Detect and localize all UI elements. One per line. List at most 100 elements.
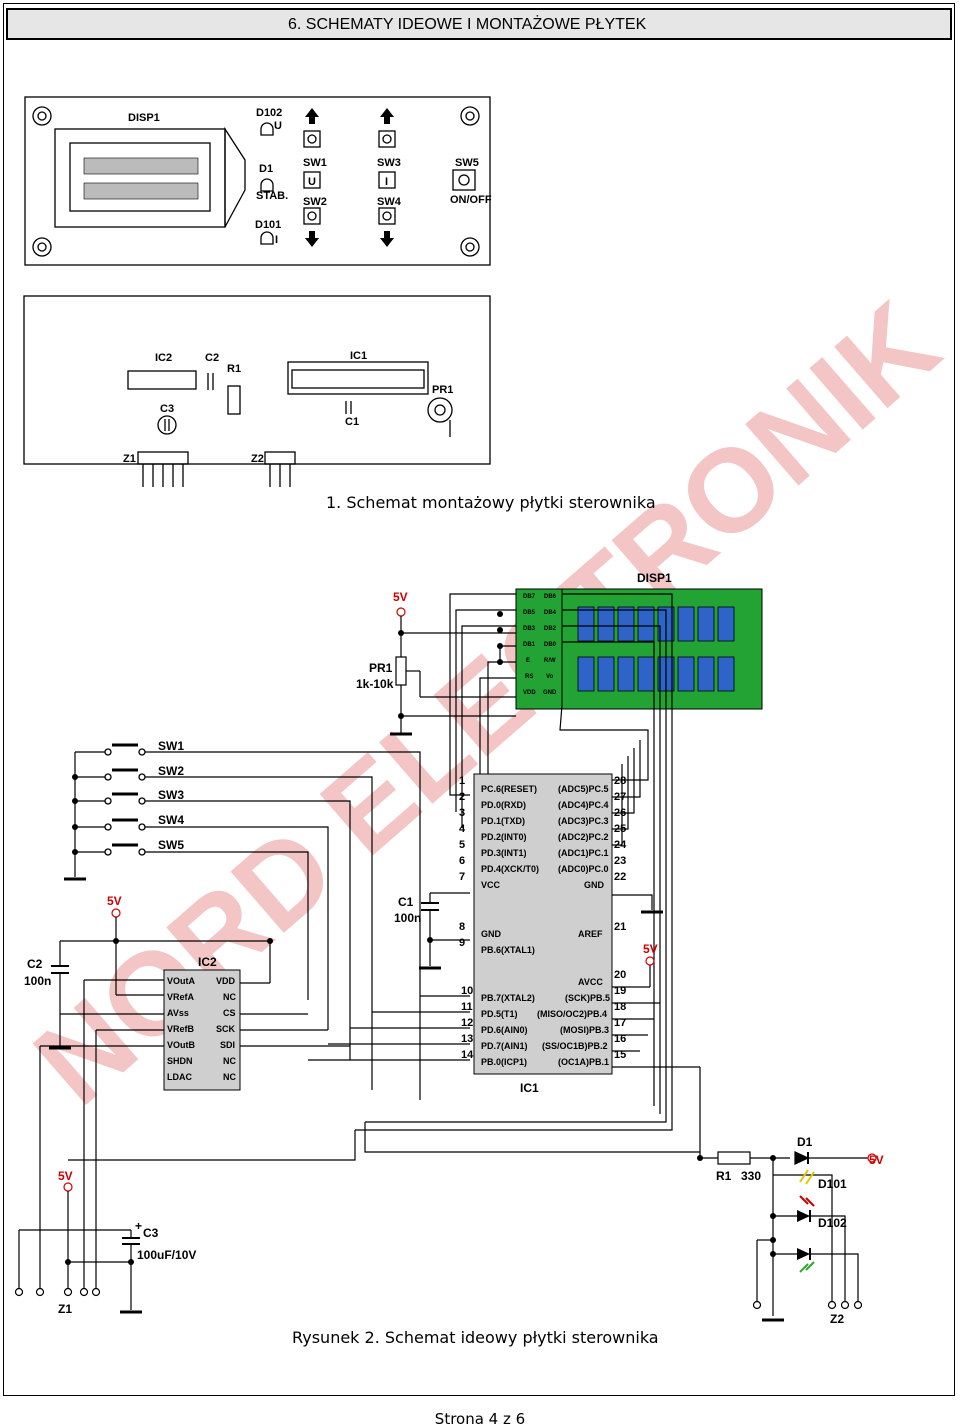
ic1-pin-num: 2 — [459, 791, 465, 803]
junction-dots — [65, 611, 776, 1265]
lcd-pin-label: DB0 — [544, 642, 557, 648]
assembly-drawing — [23, 295, 491, 487]
ic2-pin-right: NC — [223, 1056, 236, 1066]
c2-label: C2 — [27, 957, 43, 971]
lcd-pin-label: VDD — [523, 690, 536, 696]
ic1-pin-num: 11 — [461, 1001, 473, 1013]
ic1-pin-num: 25 — [614, 823, 626, 835]
ic1-pin-name: PB.0(ICP1) — [481, 1057, 527, 1067]
d1-label: D1 — [797, 1135, 813, 1149]
sw3-button-icon — [378, 130, 396, 148]
lcd-pin-label: DB4 — [544, 610, 557, 616]
ic1-label: IC1 — [520, 1081, 539, 1095]
sw1-label: SW1 — [158, 739, 184, 753]
ic2-pin-left: VOutA — [167, 976, 195, 986]
fp-onoff-label: ON/OFF — [450, 194, 492, 206]
lcd-pin-label: DB7 — [523, 594, 536, 600]
as-ic2-label: IC2 — [155, 352, 172, 364]
ic2-pin-left: VRefA — [167, 992, 195, 1002]
sw5-button-icon — [452, 169, 476, 191]
sw3-switch-icon — [104, 792, 146, 805]
ic1-pin-num: 15 — [614, 1049, 626, 1061]
ic1-pin-name: PD.6(AIN0) — [481, 1025, 528, 1035]
ic1-pin-num: 6 — [459, 855, 465, 867]
c3-label: C3 — [143, 1226, 159, 1240]
ic1-pin-name: (SCK)PB.5 — [565, 993, 610, 1003]
fp-d102-label: D102 — [256, 107, 282, 119]
lcd-pin-label: Vo — [546, 674, 554, 680]
fp-sw5-label: SW5 — [455, 157, 479, 169]
sw1-button-icon — [303, 130, 321, 148]
fp-d1-label: D1 — [259, 163, 273, 175]
ic1-pin-name: (ADC3)PC.3 — [558, 816, 609, 826]
as-c3-label: C3 — [160, 403, 174, 415]
ic1-pin-num: 26 — [614, 807, 626, 819]
ic1-pin-num: 13 — [461, 1033, 473, 1045]
sw1-switch-icon — [104, 743, 146, 756]
led-d101-icon — [260, 231, 274, 245]
fp-d101-label: D101 — [255, 219, 281, 231]
led-d1-icon — [260, 178, 274, 192]
ic2-label: IC2 — [198, 955, 217, 969]
ic1-pin-name: (ADC0)PC.0 — [558, 864, 609, 874]
lcd-pin-label: DB3 — [523, 626, 536, 632]
ic2-pin-left: VRefB — [167, 1024, 195, 1034]
sw3-label: SW3 — [158, 788, 184, 802]
sw2-switch-icon — [104, 768, 146, 781]
c1-label: C1 — [398, 895, 414, 909]
ic1-pin-name: (OC1A)PB.1 — [558, 1057, 609, 1067]
section-header: 6. SCHEMATY IDEOWE I MONTAŻOWE PŁYTEK — [6, 8, 952, 40]
v5-label-ic2: 5V — [107, 894, 122, 908]
ic2-body — [163, 969, 241, 1091]
r1-footprint — [227, 385, 241, 415]
ic1-pin-name: AREF — [578, 929, 603, 939]
ic1-pin-name: (ADC1)PC.1 — [558, 848, 609, 858]
ic2-pin-right: CS — [223, 1008, 236, 1018]
ic1-pin-num: 20 — [614, 969, 626, 981]
ic1-pin-num: 10 — [461, 985, 473, 997]
sw5-switch-icon — [104, 843, 146, 856]
ic1-footprint — [287, 361, 429, 395]
c3-plus: + — [135, 1219, 142, 1233]
arrow-down-icon — [305, 231, 319, 247]
led-d102-icon — [797, 1248, 815, 1273]
sw4-label: SW4 — [158, 813, 184, 827]
lcd-pin-label: DB6 — [544, 594, 557, 600]
wiring — [18, 593, 877, 1322]
ic1-pin-num: 23 — [614, 855, 626, 867]
as-z2-label: Z2 — [251, 453, 264, 465]
pr1-value: 1k-10k — [356, 677, 394, 691]
c3-capacitor-icon — [157, 415, 177, 435]
ic2-pin-left: AVss — [167, 1008, 189, 1018]
ic1-pin-name: (ADC2)PC.2 — [558, 832, 609, 842]
r1-resistor — [717, 1151, 751, 1165]
sw2-button-icon — [303, 207, 321, 225]
fp-i-button-label: I — [385, 176, 388, 188]
ic1-pin-name: PD.7(AIN1) — [481, 1041, 528, 1051]
sw4-switch-icon — [104, 818, 146, 831]
section-title: 6. SCHEMATY IDEOWE I MONTAŻOWE PŁYTEK — [288, 16, 647, 33]
caption-schematic: Rysunek 2. Schemat ideowy płytki sterown… — [292, 1328, 659, 1347]
sw2-label: SW2 — [158, 764, 184, 778]
ic1-pin-num: 1 — [459, 775, 465, 787]
v5-label-avcc: 5V — [643, 942, 658, 956]
ic1-pin-num: 5 — [459, 839, 465, 851]
ic1-pin-name: (ADC5)PC.5 — [558, 784, 609, 794]
led-d1-icon — [799, 1169, 815, 1185]
z2-connector-icon — [264, 451, 296, 487]
fp-sw1-label: SW1 — [303, 157, 327, 169]
fp-stab-label: STAB. — [256, 190, 288, 202]
lcd-pin-label: RS — [525, 674, 533, 680]
ic1-pin-name: (SS/OC1B)PB.2 — [542, 1041, 608, 1051]
lcd-pin-label: DB1 — [523, 642, 536, 648]
v5-label-pr1: 5V — [393, 590, 408, 604]
v5-label-c3: 5V — [58, 1169, 73, 1183]
front-panel-drawing — [24, 96, 491, 266]
ic2-pin-right: SCK — [216, 1024, 236, 1034]
ic1-pin-name: PD.0(RXD) — [481, 800, 526, 810]
screw-icon — [32, 237, 52, 257]
ic1-pin-num: 19 — [614, 985, 626, 997]
pr1-potentiometer-icon — [427, 397, 453, 437]
ic1-pin-num: 16 — [614, 1033, 626, 1045]
v5-label-d1: 5V — [869, 1153, 884, 1167]
